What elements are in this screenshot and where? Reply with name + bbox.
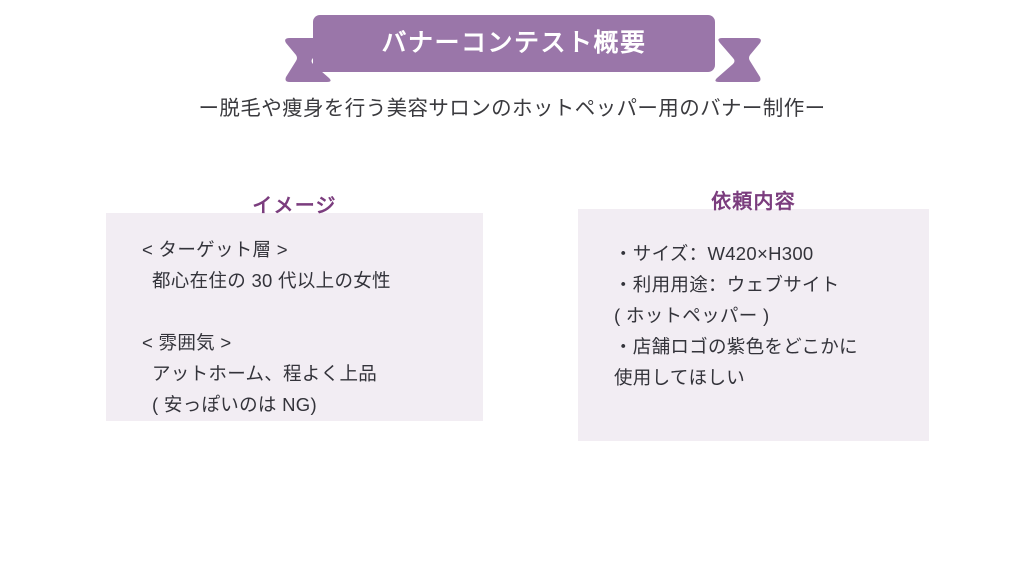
panel-request-body: ・サイズ：W420×H300 ・利用用途：ウェブサイト ( ホットペッパー ) … xyxy=(614,238,858,393)
panel-image-line-4: < 雰囲気 > xyxy=(142,332,232,353)
panel-image: イメージ < ターゲット層 > 都心在住の 30 代以上の女性 < 雰囲気 > … xyxy=(106,196,483,421)
panel-request-line-1: ・サイズ：W420×H300 xyxy=(614,243,814,264)
slide-subtitle: ー脱毛や痩身を行う美容サロンのホットペッパー用のバナー制作ー xyxy=(198,97,826,120)
ribbon-tail-right-icon xyxy=(714,38,762,82)
panel-request-line-4: ・店舗ロゴの紫色をどこかに xyxy=(614,336,858,357)
panel-request-background xyxy=(578,209,929,441)
panel-image-line-5: アットホーム、程よく上品 xyxy=(152,363,378,384)
ribbon-banner: バナーコンテスト概要 xyxy=(0,0,1024,100)
ribbon-body: バナーコンテスト概要 xyxy=(313,15,715,72)
panel-image-line-3 xyxy=(142,296,391,327)
panel-image-background xyxy=(106,213,483,421)
panel-request-line-3: ( ホットペッパー ) xyxy=(614,305,770,326)
panel-request-line-5: 使用してほしい xyxy=(614,367,746,388)
panel-image-line-6: ( 安っぽいのは NG) xyxy=(152,394,317,415)
panel-image-heading: イメージ xyxy=(252,195,337,217)
panel-image-line-2: 都心在住の 30 代以上の女性 xyxy=(152,270,391,291)
panel-request-line-2: ・利用用途：ウェブサイト xyxy=(614,274,840,295)
panel-image-line-1: < ターゲット層 > xyxy=(142,239,288,260)
panel-request: 依頼内容 ・サイズ：W420×H300 ・利用用途：ウェブサイト ( ホットペッ… xyxy=(578,192,929,441)
panel-request-heading: 依頼内容 xyxy=(711,191,796,213)
slide-title: バナーコンテスト概要 xyxy=(381,29,647,57)
panel-image-body: < ターゲット層 > 都心在住の 30 代以上の女性 < 雰囲気 > アットホー… xyxy=(142,234,391,420)
